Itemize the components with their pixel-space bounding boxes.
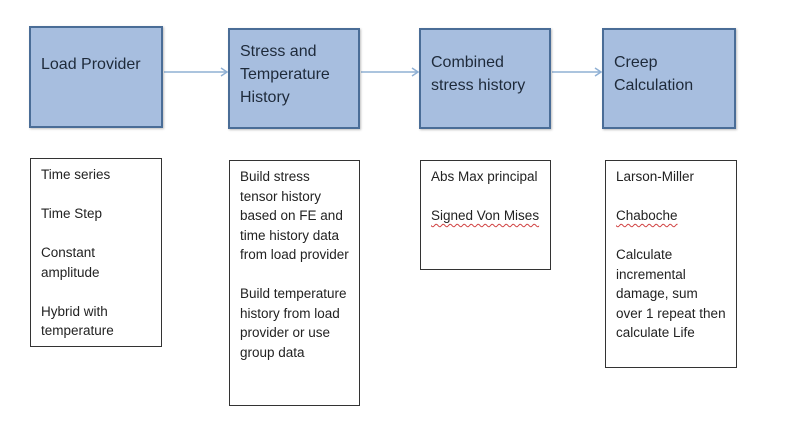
note-item: Signed Von Mises bbox=[431, 208, 540, 223]
arrow-2-to-3 bbox=[361, 67, 420, 77]
notes-creep-calculation: Larson-Miller Chaboche Calculate increme… bbox=[605, 160, 737, 368]
note-item: Build stress tensor history based on FE … bbox=[240, 169, 349, 262]
step-stress-temperature-history: Stress and Temperature History bbox=[228, 28, 360, 129]
note-item: Time Step bbox=[41, 206, 103, 221]
arrow-1-to-2 bbox=[164, 67, 229, 77]
note-item: Abs Max principal bbox=[431, 169, 538, 184]
note-item: Larson-Miller bbox=[616, 169, 695, 184]
step-title: Load Provider bbox=[41, 56, 141, 73]
note-item: Chaboche bbox=[616, 208, 678, 223]
step-title: Stress and Temperature History bbox=[240, 43, 330, 106]
notes-combined-stress-history: Abs Max principal Signed Von Mises bbox=[420, 160, 551, 270]
notes-load-provider: Time series Time Step Constant amplitude… bbox=[30, 158, 162, 347]
step-title: Combined stress history bbox=[431, 54, 526, 94]
step-load-provider: Load Provider bbox=[29, 26, 163, 128]
notes-stress-temperature-history: Build stress tensor history based on FE … bbox=[229, 160, 360, 406]
step-creep-calculation: Creep Calculation bbox=[602, 28, 736, 129]
arrow-3-to-4 bbox=[552, 67, 603, 77]
note-item: Hybrid with temperature bbox=[41, 303, 114, 339]
step-title: Creep Calculation bbox=[614, 54, 694, 94]
note-item: Constant amplitude bbox=[41, 245, 100, 280]
note-item: Build temperature history from load prov… bbox=[240, 286, 347, 360]
note-item: Calculate incremental damage, sum over 1… bbox=[616, 247, 726, 340]
note-item: Time series bbox=[41, 167, 111, 182]
step-combined-stress-history: Combined stress history bbox=[419, 28, 551, 129]
